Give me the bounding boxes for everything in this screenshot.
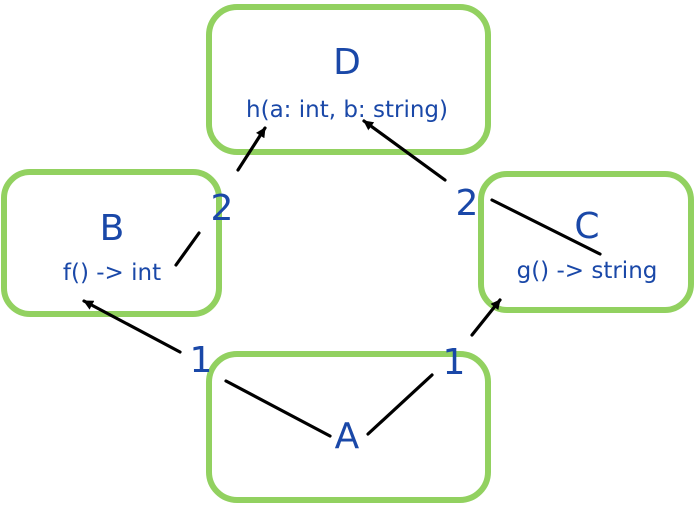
node-a-box	[206, 351, 491, 503]
node-c-box	[478, 171, 694, 313]
node-b-signature: f() -> int	[63, 260, 161, 286]
node-a-title: A	[335, 416, 360, 457]
edge-a-to-b	[82, 299, 332, 438]
node-b-title: B	[100, 208, 125, 249]
edge-c-to-d	[362, 119, 602, 256]
edge-a-to-b-label: 1	[190, 340, 213, 381]
node-d-title: D	[333, 42, 361, 83]
edge-a-to-c	[366, 298, 502, 436]
node-d-box	[206, 4, 491, 155]
node-c-signature: g() -> string	[517, 258, 658, 284]
node-c-title: C	[574, 206, 599, 247]
edge-b-to-d	[174, 126, 267, 267]
edge-c-to-d-label: 2	[456, 183, 479, 224]
node-d-signature: h(a: int, b: string)	[246, 97, 448, 123]
edge-b-to-d-label: 2	[211, 188, 234, 229]
edge-a-to-c-label: 1	[443, 342, 466, 383]
